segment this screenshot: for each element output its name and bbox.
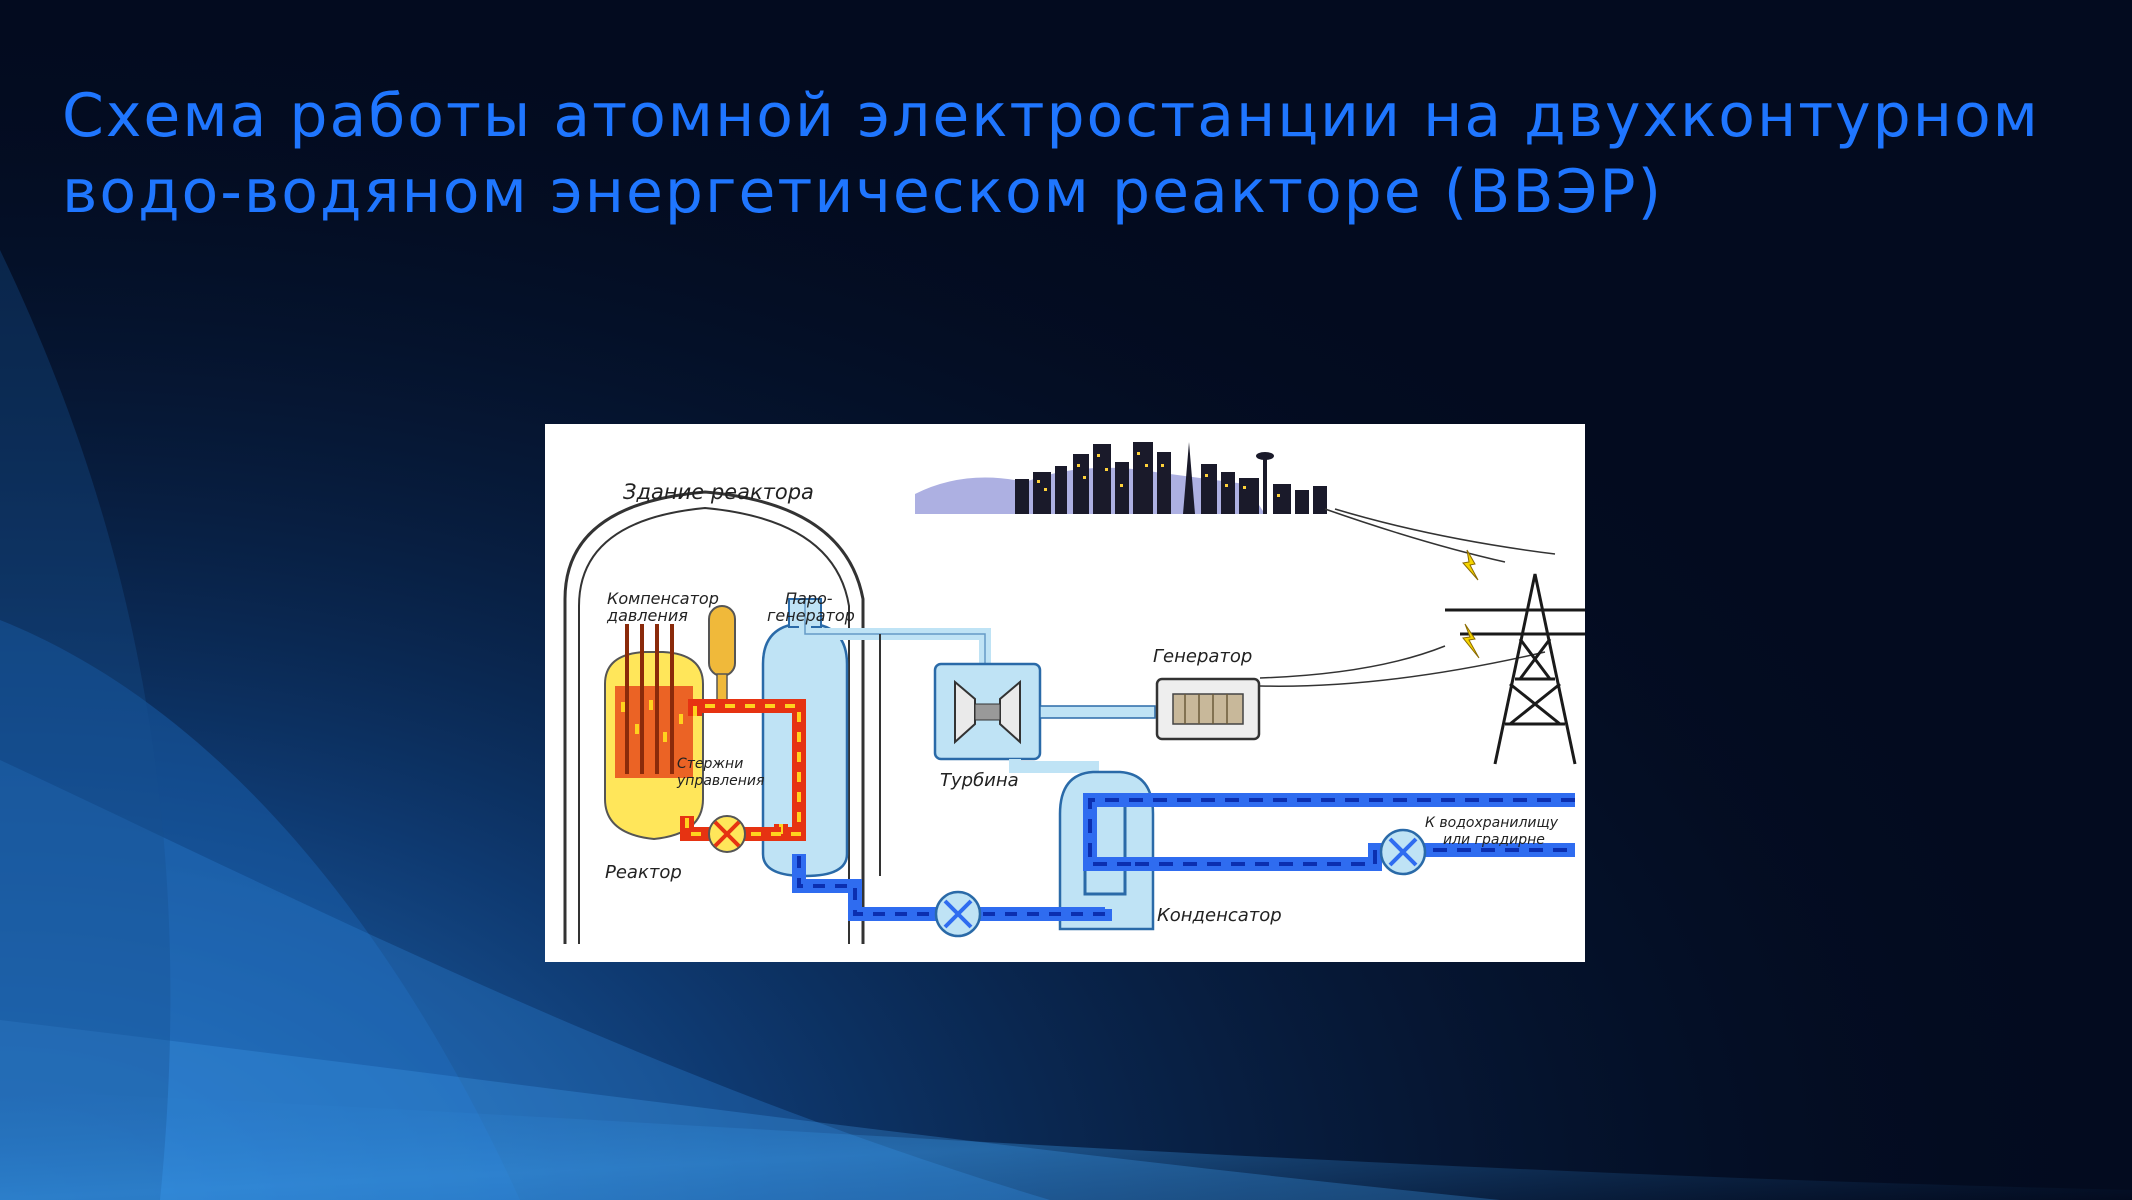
label-reactor: Реактор bbox=[605, 862, 682, 883]
cooling-pump bbox=[1379, 828, 1427, 876]
label-pressurizer-1: Компенсатор bbox=[607, 589, 719, 608]
vver-diagram-figure: Здание реактора Компенсатор давления Пар… bbox=[545, 424, 1585, 962]
transmission-tower bbox=[1445, 573, 1585, 765]
cooling-water-pipe bbox=[1083, 793, 1575, 871]
label-control-rods-1: Стержни bbox=[677, 756, 743, 772]
label-steam-generator-2: генератор bbox=[767, 606, 855, 625]
generator-line-upper bbox=[1259, 645, 1446, 679]
label-turbine: Турбина bbox=[940, 770, 1019, 791]
slide-title-line-2: водо-водяном энергетическом реакторе (ВВ… bbox=[62, 157, 1663, 227]
city-skyline bbox=[915, 442, 1327, 514]
power-line-lower bbox=[1334, 508, 1556, 555]
reactor-building-inner bbox=[578, 506, 850, 944]
label-building: Здание реактора bbox=[623, 480, 814, 504]
label-steam-generator-1: Паро- bbox=[785, 589, 833, 608]
label-reservoir-1: К водохранилищу bbox=[1425, 815, 1559, 831]
reactor-vessel bbox=[604, 624, 704, 841]
label-pressurizer-2: давления bbox=[606, 606, 688, 625]
label-reservoir-2: или градирне bbox=[1443, 832, 1545, 848]
power-line-upper bbox=[1324, 508, 1506, 563]
vver-schematic: Здание реактора Компенсатор давления Пар… bbox=[563, 442, 1585, 944]
label-condenser: Конденсатор bbox=[1157, 905, 1282, 926]
turbine bbox=[933, 662, 1042, 761]
label-control-rods-2: управления bbox=[676, 773, 764, 789]
generator bbox=[1155, 677, 1261, 741]
slide-title: Схема работы атомной электростанции на д… bbox=[62, 78, 2052, 230]
secondary-loop-pipe bbox=[792, 854, 1112, 921]
turbine-shaft bbox=[1039, 705, 1156, 719]
pressurizer-tank bbox=[708, 605, 736, 677]
label-generator: Генератор bbox=[1153, 646, 1252, 667]
primary-loop-pipe bbox=[680, 699, 806, 841]
slide-title-line-1: Схема работы атомной электростанции на д… bbox=[62, 81, 2040, 151]
feedwater-pump bbox=[934, 890, 982, 938]
primary-pump bbox=[708, 815, 746, 853]
generator-line-lower bbox=[1259, 651, 1546, 687]
lightning-bolts bbox=[1462, 549, 1480, 659]
reactor-building-outline bbox=[563, 490, 865, 944]
